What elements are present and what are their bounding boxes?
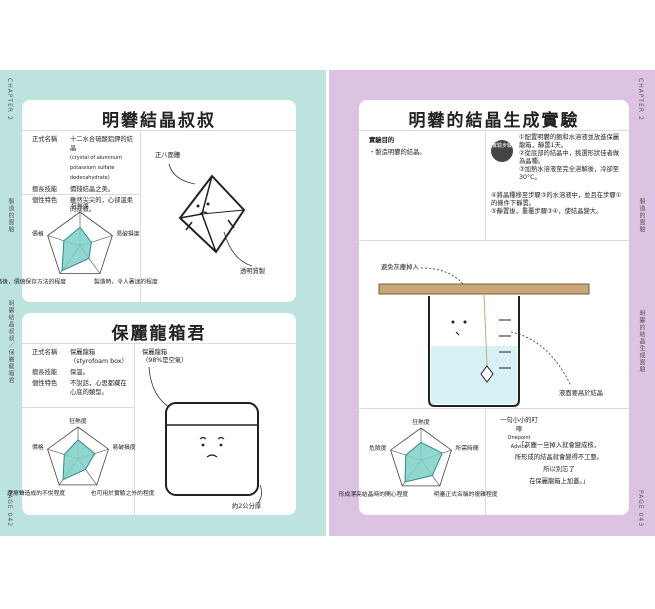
box-title: 保麗龍箱君 <box>111 324 207 344</box>
step-item: ②從底部的結晶中，挑選形狀佳者做為晶種。 <box>519 150 620 165</box>
advice-line: 所形成的結晶就會變得不工整。 <box>514 454 604 461</box>
advice-line: 在保麗龍箱上加蓋。」 <box>529 478 589 485</box>
left-page: CHAPTER 2 製造的實驗 明礬結晶叔叔／保麗龍箱君 PAGE 042 明礬… <box>0 70 326 536</box>
radar-label: 易破損度 <box>112 443 135 451</box>
side-title-left: 製造的實驗 <box>7 198 14 233</box>
radar-outline <box>47 211 113 274</box>
callout-transparent: 透明質製 <box>240 268 266 275</box>
page-number-right: PAGE 043 <box>637 490 644 528</box>
radar-outline <box>390 427 452 487</box>
field-value: 價錢結晶之美。 <box>70 186 115 193</box>
beaker-illustration <box>378 283 590 407</box>
radar-label: 狂熱度 <box>69 417 87 425</box>
steps-list: ①配置明礬的飽和水溶液並放進保麗龍箱，靜置1天。 ②從底部的結晶中，挑選形狀佳者… <box>519 134 625 182</box>
radar-label: 狂熱度 <box>412 418 430 426</box>
advice-line: 「灰塵一旦掉入就會變成核， <box>518 442 600 449</box>
field-value: 保溫。 <box>70 369 89 376</box>
step-item: ③加熱水溶液至完全溶解後，冷卻至30°C。 <box>519 166 620 181</box>
advice-title-text: 一句小小的叮嚀 <box>500 417 538 433</box>
box-note-thickness: 約2公分厚 <box>232 503 262 510</box>
radar-value-area <box>62 439 96 481</box>
radar-value-area <box>404 441 443 483</box>
advice-title: 一句小小的叮嚀 Onepoint Advice <box>499 416 539 452</box>
styrofoam-box-illustration <box>165 402 259 496</box>
radar-label: 狂熱度 <box>71 202 89 210</box>
advice-line: 所以別忘了 <box>543 466 575 473</box>
purpose-text: ・製造明礬的結晶。 <box>369 149 426 156</box>
side-sub-right: 明礬的結晶生成實驗 <box>638 310 645 373</box>
callout-line <box>223 231 253 267</box>
experiment-title: 明礬的結晶生成實驗 <box>408 111 580 131</box>
callout-line <box>420 267 464 285</box>
alum-crystal-illustration <box>178 174 246 254</box>
diagram-label-dust: 避免灰塵掉入 <box>381 264 419 271</box>
steps-list-cont: ④將晶種移至步驟③的水溶液中，並且在步驟①的條件下靜置。 ⑤靜置後，重覆步驟③④… <box>491 192 625 216</box>
field-key: 擅長技能 <box>32 369 58 376</box>
field-key: 正式名稱 <box>32 349 58 356</box>
side-sub-left: 明礬結晶叔叔／保麗龍箱君 <box>7 300 14 384</box>
callout-line <box>168 163 196 185</box>
field-key: 正式名稱 <box>32 136 58 143</box>
radar-label: 製造後，價值保存方法的程度 <box>0 278 66 286</box>
radar-outline <box>47 426 109 486</box>
diagram-label-level: 液面要高於結晶 <box>559 390 604 397</box>
step-item: ⑤靜置後，重覆步驟③④，使結晶變大。 <box>491 208 603 215</box>
radar-label: 摩擦聲造成的不悅程度 <box>7 489 65 497</box>
field-value: 十二水合硫酸鋁鉀的結晶(crystal of aluminum potassiu… <box>70 136 133 181</box>
callout-line <box>148 366 170 408</box>
alum-title: 明礬結晶叔叔 <box>102 111 216 131</box>
field-value: 不說話，心思都藏在心底的類型。 <box>70 380 127 396</box>
radar-label: 也可用於實驗之外的程度 <box>91 489 155 497</box>
callout-octahedron: 正八面體 <box>155 152 181 159</box>
field-key: 個性特色 <box>32 197 58 204</box>
box-fields: 正式名稱 保麗龍箱（styrofoam box） 擅長技能 保溫。 個性特色 不說話，… <box>32 348 132 399</box>
alum-fields: 正式名稱 十二水合硫酸鋁鉀的結晶(crystal of aluminum pota… <box>32 135 136 216</box>
purpose-label: 實驗目的 <box>369 137 395 144</box>
box-note-air: （98%是空氣） <box>142 357 188 364</box>
step-item: ④將晶種移至步驟③的水溶液中，並且在步驟①的條件下靜置。 <box>491 192 622 207</box>
side-title-right: 製造的實驗 <box>638 198 645 233</box>
radar-label: 製造時，令人著迷的程度 <box>94 278 158 286</box>
page-number-left: PAGE 042 <box>6 490 13 528</box>
radar-label: 易破損度 <box>116 229 139 237</box>
right-page: CHAPTER 2 製造的實驗 明礬的結晶生成實驗 PAGE 043 明礬的結晶… <box>329 70 655 536</box>
box-note-top: 保麗龍箱 <box>142 349 168 356</box>
radar-label: 所需時間 <box>455 444 478 452</box>
radar-value-area <box>61 226 92 272</box>
advice-text: 「灰塵一旦掉入就會變成核， 所形成的結晶就會變得不工整。 所以別忘了 在保麗龍箱… <box>497 440 621 488</box>
callout-line <box>510 331 572 387</box>
chapter-tab-left: CHAPTER 2 <box>6 78 13 121</box>
field-value: 雖然尖尖的，心卻溫柔的叔叔。 <box>70 197 133 213</box>
box-card: 保麗龍箱君 正式名稱 保麗龍箱（styrofoam box） 擅長技能 保溫。 個性… <box>7 313 296 515</box>
chapter-tab-right: CHAPTER 2 <box>637 78 644 121</box>
advice-subtitle: Onepoint Advice <box>507 435 531 450</box>
radar-label: 明審正式名稱的複雜程度 <box>434 490 498 498</box>
radar-label: 價格 <box>32 443 44 451</box>
callout-line <box>257 484 262 504</box>
radar-label: 價格 <box>32 229 44 237</box>
field-key: 個性特色 <box>32 380 58 387</box>
experiment-card: 明礬的結晶生成實驗 實驗目的 ・製造明礬的結晶。 實驗步驟 ①配置明礬的飽和水溶… <box>339 100 629 515</box>
field-value: 保麗龍箱（styrofoam box） <box>70 349 128 365</box>
steps-badge: 實驗步驟 <box>491 140 513 162</box>
field-key: 擅長技能 <box>32 186 58 193</box>
step-item: ①配置明礬的飽和水溶液並放進保麗龍箱，靜置1天。 <box>519 134 620 149</box>
alum-card: 明礬結晶叔叔 正式名稱 十二水合硫酸鋁鉀的結晶(crystal of alumin… <box>0 100 296 302</box>
radar-label: 形成漂亮結晶時的開心程度 <box>339 490 409 498</box>
radar-label: 危險度 <box>369 444 387 452</box>
